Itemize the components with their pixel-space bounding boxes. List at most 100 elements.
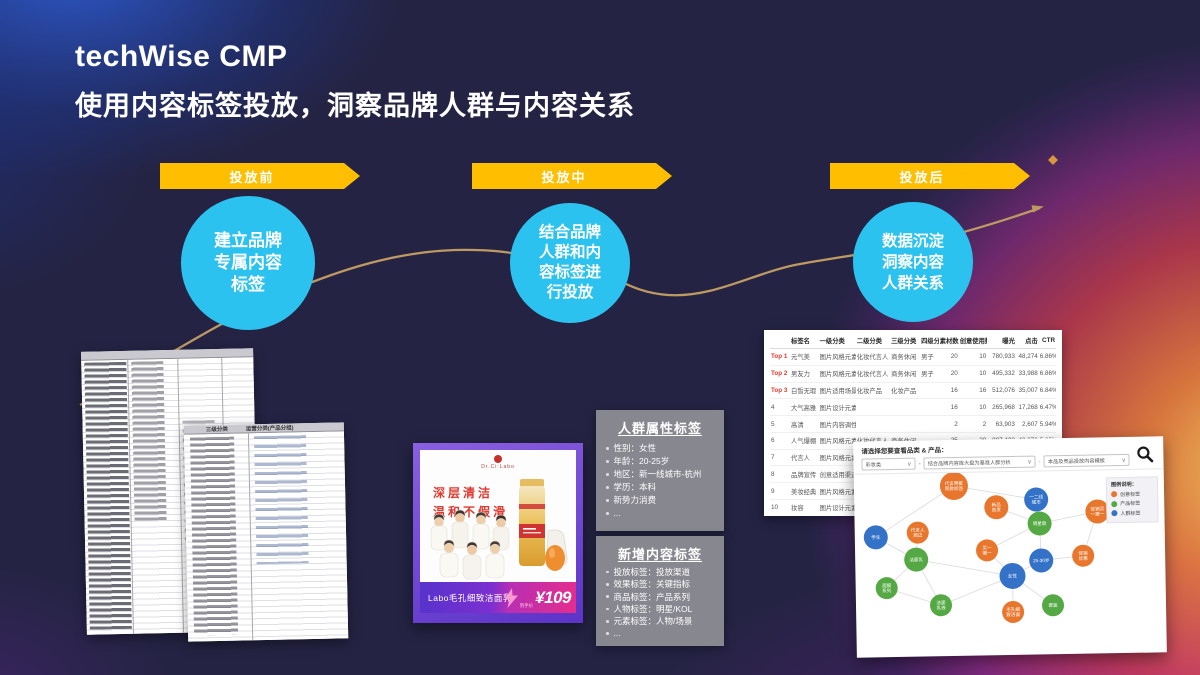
graph-node-label: 套装: [1048, 602, 1058, 609]
graph-node-audience[interactable]: [1029, 548, 1054, 573]
table-column-header: 二级分类: [855, 333, 891, 349]
tag-item: ...: [606, 627, 716, 639]
content-tags-title: 新增内容标签: [617, 547, 702, 562]
graph-legend: 图例说明： 创意标签产品标签人群标签: [1105, 476, 1159, 524]
graph-node-product[interactable]: [1042, 594, 1065, 617]
table-column-header: 标签名: [790, 333, 819, 349]
graph-node-product[interactable]: [1027, 511, 1052, 536]
tag-item: 元素标签：人物/场景: [606, 615, 716, 627]
tag-item: ...: [606, 507, 716, 520]
select-separator: -: [918, 460, 921, 468]
table-column-header: 四级分类: [920, 333, 939, 349]
graph-node-label: 买一赠一: [982, 544, 992, 556]
tag-item: 商品标签：产品系列: [606, 591, 716, 603]
graph-node-label: 洁面乳: [909, 556, 923, 563]
graph-node-creative[interactable]: [906, 521, 929, 544]
graph-node-label: 促销优惠: [1078, 550, 1088, 562]
tag-network-graph: 代言明星同款标签新品首发一二线城市促销买一赠一明星款学生代言人周边买一赠一洁面乳…: [863, 471, 1110, 623]
graph-node-product[interactable]: [904, 547, 929, 572]
graph-node-label: 促销买一赠一: [1090, 505, 1104, 517]
graph-node-label: 一二线城市: [1029, 493, 1043, 505]
table-column-header: 点击: [1015, 333, 1039, 349]
bullet-icon: [606, 447, 609, 450]
graph-node-label: 毛孔细致洁面: [1006, 606, 1020, 618]
filter-select-1[interactable]: 彩妆类∨: [861, 457, 916, 471]
graph-node-audience[interactable]: [999, 562, 1026, 589]
chevron-down-icon: ∨: [1121, 457, 1126, 464]
tag-item: 地区：新一线城市-杭州: [606, 468, 716, 481]
graph-node-creative[interactable]: [1085, 499, 1110, 524]
bullet-icon: [606, 473, 609, 476]
ad-price-banner: Labo毛孔细致洁面乳 到手价 ¥109: [420, 582, 576, 613]
graph-node-audience[interactable]: [863, 525, 888, 550]
ad-tagline: 深层清洁 温和不假滑: [433, 486, 509, 519]
tag-item: 年龄：20-25岁: [606, 455, 716, 468]
legend-item: 产品标签: [1111, 499, 1153, 507]
filter-select-2[interactable]: 结合品牌内容库大盘为基准人群分析∨: [923, 455, 1036, 470]
stage-circle-before: 建立品牌 专属内容 标签: [181, 196, 315, 330]
tag-item: 新势力消费: [606, 494, 716, 507]
bullet-icon: [606, 499, 609, 502]
graph-filter-bar: 请选择您要查看品类 & 产品： 彩妆类∨-结合品牌内容库大盘为基准人群分析∨·本…: [853, 436, 1164, 475]
graph-node-label: 代言明星同款标签: [945, 480, 964, 493]
stage-banner-during: 投放中: [472, 163, 672, 189]
bullet-icon: [606, 512, 609, 515]
graph-node-creative[interactable]: [939, 471, 968, 500]
sheet-col-header: 运营分类(产品分组): [245, 425, 294, 433]
audience-tags-panel: 人群属性标签 性别：女性年龄：20-25岁地区：新一线城市-杭州学历：本科新势力…: [596, 410, 724, 531]
lightning-icon: [504, 587, 518, 608]
graph-node-label: 明星款: [1033, 520, 1047, 527]
stage-banner-before: 投放前: [160, 163, 360, 189]
content-tags-panel: 新增内容标签 投放标签：投放渠道效果标签：关键指标商品标签：产品系列人物标签：明…: [596, 536, 724, 646]
graph-node-product[interactable]: [875, 577, 898, 600]
graph-node-creative[interactable]: [1002, 600, 1025, 623]
graph-node-creative[interactable]: [984, 495, 1009, 520]
search-icon[interactable]: [1136, 445, 1154, 463]
bullet-icon: [606, 607, 609, 611]
graph-node-label: 面膜系列: [882, 582, 892, 594]
product-tube-image: [519, 479, 568, 571]
tag-item: 效果标签：关键指标: [606, 578, 716, 590]
graph-node-label: 新品首发: [992, 501, 1002, 513]
audience-tags-list: 性别：女性年龄：20-25岁地区：新一线城市-杭州学历：本科新势力消费...: [604, 442, 716, 520]
chevron-down-icon: ∨: [907, 461, 912, 468]
product-ad-screenshot: Dr.Ci:Labo 深层清洁 温和不假滑: [413, 443, 583, 623]
graph-node-creative[interactable]: [1072, 544, 1095, 567]
bullet-icon: [606, 583, 609, 586]
bullet-icon: [606, 486, 609, 489]
insight-graph-panel: 请选择您要查看品类 & 产品： 彩妆类∨-结合品牌内容库大盘为基准人群分析∨·本…: [853, 436, 1167, 658]
price: ¥109: [535, 587, 571, 607]
sheet-col-header: 三级分类: [205, 426, 228, 434]
product-name: Labo毛孔细致洁面乳: [428, 592, 512, 603]
bullet-icon: [606, 632, 609, 635]
graph-node-label: 25-30岁: [1033, 557, 1050, 564]
price-note: 到手价: [519, 603, 534, 608]
page-subtitle: 使用内容标签投放，洞察品牌人群与内容关系: [75, 91, 635, 121]
bullet-icon: [606, 620, 609, 623]
chevron-down-icon: ∨: [1027, 459, 1032, 466]
spreadsheet-rows: [183, 431, 349, 642]
brand-logo-icon: [494, 455, 502, 463]
graph-edge: [916, 559, 1013, 577]
bullet-icon: [606, 570, 609, 574]
graph-node-label: 洁面乳液: [936, 599, 946, 611]
table-column-header: CTR: [1038, 333, 1056, 349]
tag-item: 学历：本科: [606, 481, 716, 494]
graph-node-creative[interactable]: [976, 539, 999, 562]
graph-node-label: 代言人周边: [911, 526, 925, 538]
table-column-header: [770, 333, 791, 349]
table-column-header: 曝光: [987, 333, 1016, 349]
graph-node-audience[interactable]: [1024, 487, 1049, 512]
filter-select-3[interactable]: 本品及竞品投放内容模板∨: [1043, 453, 1130, 468]
graph-node-label: 女性: [1008, 572, 1018, 579]
graph-edge: [875, 485, 955, 538]
boy-band-photo: [430, 509, 510, 580]
stage-banner-after: 投放后: [830, 163, 1030, 189]
legend-dot-icon: [1111, 510, 1118, 517]
bullet-icon: [606, 595, 609, 598]
graph-node-product[interactable]: [930, 594, 953, 617]
legend-dot-icon: [1111, 491, 1118, 498]
